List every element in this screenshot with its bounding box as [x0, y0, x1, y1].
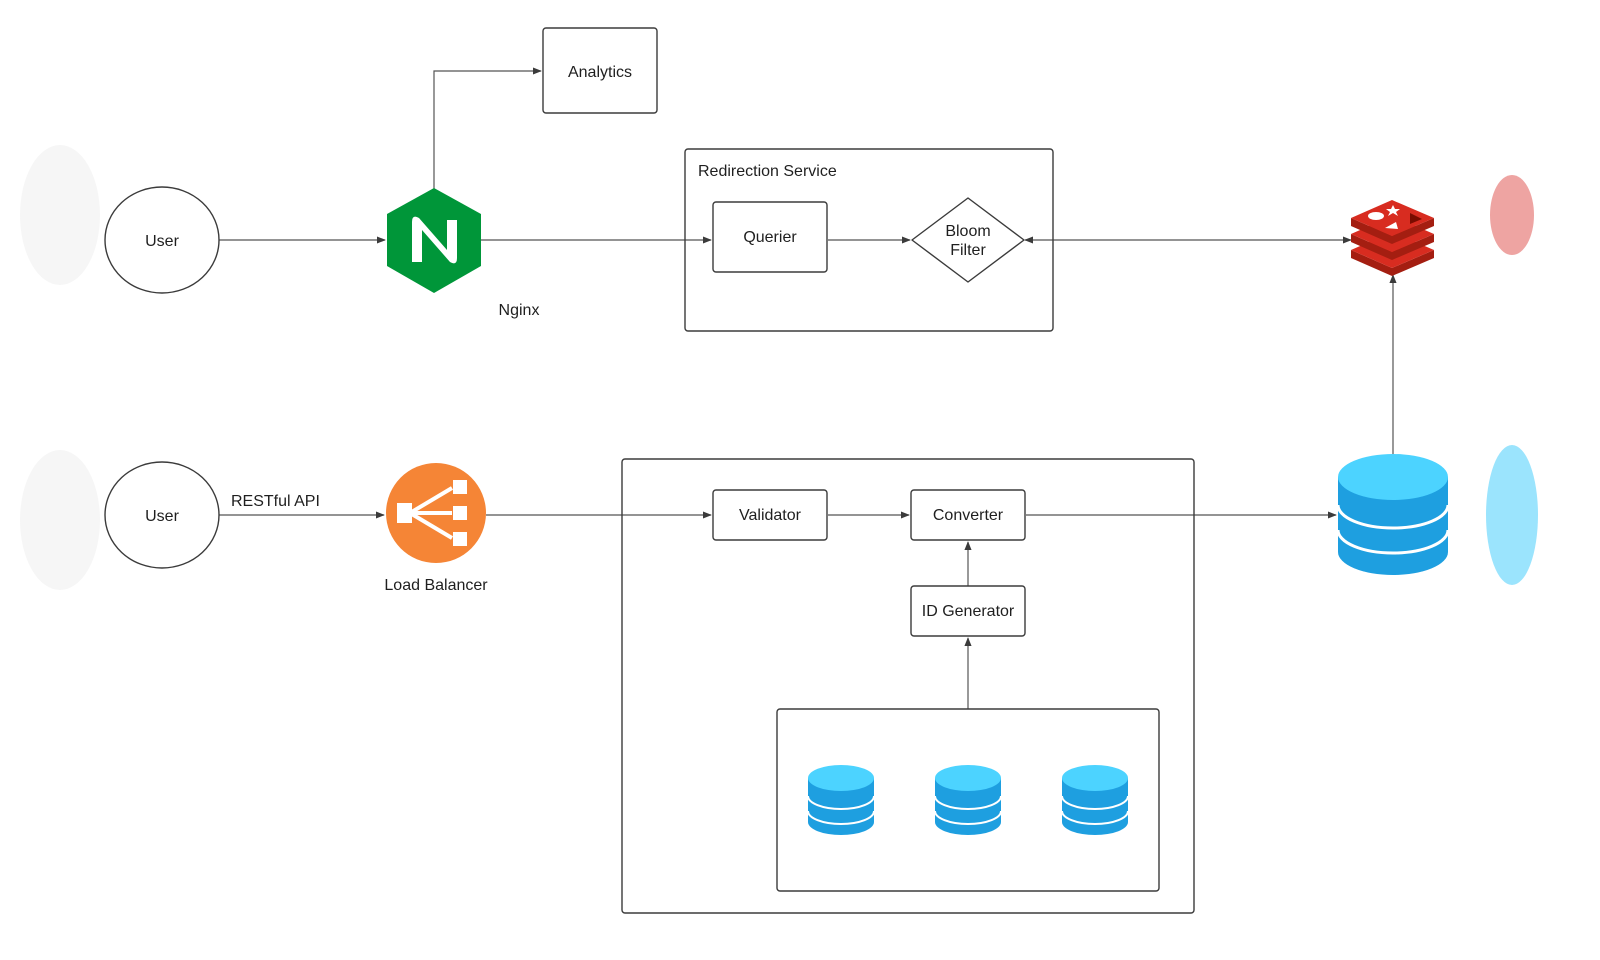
bloom-filter-node[interactable]: Bloom Filter	[911, 197, 1025, 283]
user-label: User	[145, 233, 179, 250]
main-database-node[interactable]	[1336, 454, 1450, 575]
nginx-node[interactable]: Nginx	[387, 188, 539, 319]
nginx-label: Nginx	[499, 302, 540, 319]
bloom-filter-label-line1: Bloom	[945, 223, 990, 240]
nginx-logo-icon	[387, 188, 481, 293]
database-icon	[934, 765, 1002, 835]
analytics-node[interactable]: Analytics	[542, 27, 658, 114]
id-generator-label: ID Generator	[922, 603, 1015, 620]
edge-blur-decoration	[20, 145, 1538, 590]
load-balancer-label: Load Balancer	[384, 577, 488, 594]
querier-label: Querier	[743, 229, 797, 246]
validator-label: Validator	[739, 507, 802, 524]
shard-database-3[interactable]	[1061, 765, 1129, 835]
edges	[219, 67, 1397, 709]
bloom-filter-label-line2: Filter	[950, 242, 986, 259]
converter-node[interactable]: Converter	[910, 489, 1026, 541]
load-balancer-icon	[386, 463, 486, 563]
user-label: User	[145, 508, 179, 525]
shard-database-1[interactable]	[807, 765, 875, 835]
restful-api-edge-label: RESTful API	[231, 493, 320, 510]
validator-node[interactable]: Validator	[712, 489, 828, 541]
user-node-top[interactable]: User	[104, 186, 220, 294]
user-node-bottom[interactable]: User	[104, 461, 220, 569]
edge-nginx-analytics	[433, 67, 542, 190]
database-icon	[1336, 454, 1450, 575]
redirection-service-group: Redirection Service	[684, 148, 1054, 332]
database-icon	[807, 765, 875, 835]
analytics-label: Analytics	[568, 64, 632, 81]
redis-cache-node[interactable]	[1351, 200, 1434, 276]
converter-label: Converter	[933, 507, 1004, 524]
querier-node[interactable]: Querier	[712, 201, 828, 273]
redis-icon	[1351, 200, 1434, 276]
load-balancer-node[interactable]: Load Balancer	[384, 463, 488, 594]
database-icon	[1061, 765, 1129, 835]
redirection-service-label: Redirection Service	[698, 163, 837, 180]
shard-database-2[interactable]	[934, 765, 1002, 835]
id-generator-node[interactable]: ID Generator	[910, 585, 1026, 637]
shortening-service-group	[621, 458, 1195, 914]
database-shards-group	[776, 708, 1160, 892]
